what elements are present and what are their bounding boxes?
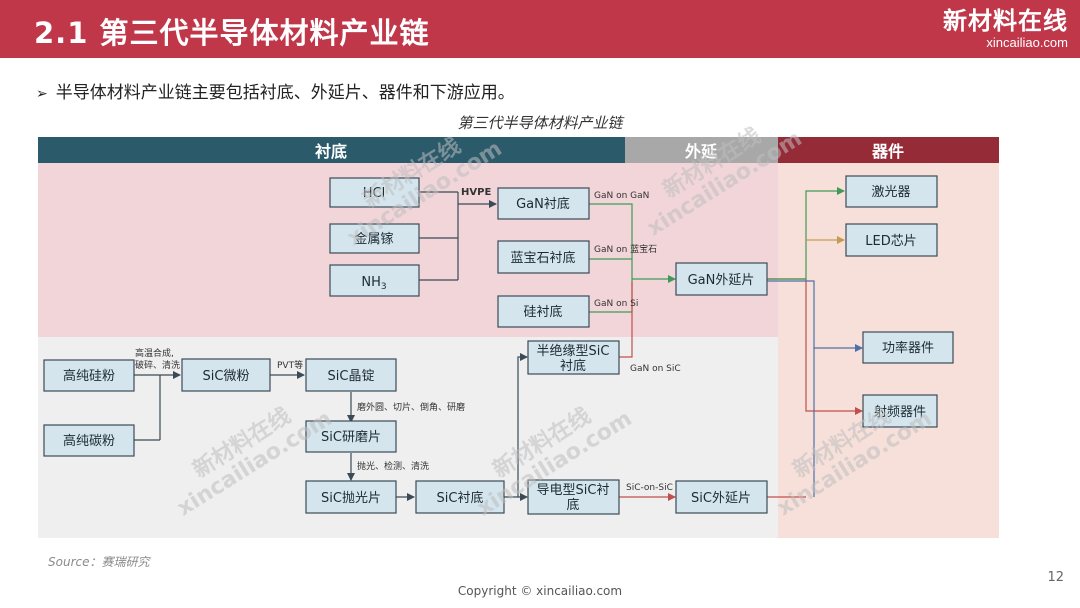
label-process2: 抛光、检测、清洗 bbox=[357, 460, 429, 472]
node-sapphire-label: 蓝宝石衬底 bbox=[510, 250, 575, 266]
page-title: 2.1 第三代半导体材料产业链 bbox=[34, 16, 430, 50]
node-si-powder-label: 高纯硅粉 bbox=[63, 368, 115, 384]
node-gan-sub-label: GaN衬底 bbox=[516, 196, 570, 212]
node-sic-epi-label: SiC外延片 bbox=[691, 491, 751, 506]
label-synth-line1: 高温合成, bbox=[135, 347, 174, 359]
node-sic-sub-label: SiC衬底 bbox=[437, 490, 484, 506]
label-gan-on-si: GaN on Si bbox=[594, 299, 638, 309]
node-sic-ingot-label: SiC晶锭 bbox=[328, 369, 375, 384]
node-power bbox=[862, 331, 954, 364]
sic-region bbox=[38, 337, 778, 538]
label-synth-line2: 破碎、清洗 bbox=[135, 359, 180, 371]
node-laser bbox=[845, 175, 938, 208]
bullet-text: 半导体材料产业链主要包括衬底、外延片、器件和下游应用。 bbox=[55, 83, 515, 103]
label-gan-on-sapphire: GaN on 蓝宝石 bbox=[594, 243, 657, 255]
node-conductive-line2: 底 bbox=[566, 497, 579, 513]
edge-to-laser bbox=[767, 187, 845, 280]
node-nh3-label: NH3 bbox=[361, 275, 386, 292]
edge-gan-on-gan bbox=[589, 203, 633, 279]
device-band-label: 器件 bbox=[871, 142, 904, 161]
summary-bullet: ➢ 半导体材料产业链主要包括衬底、外延片、器件和下游应用。 bbox=[36, 78, 515, 103]
node-si-sub-label: 硅衬底 bbox=[523, 304, 562, 320]
page-number: 12 bbox=[1047, 570, 1064, 585]
node-sic-ground bbox=[305, 420, 397, 453]
node-sic-polished-label: SiC抛光片 bbox=[321, 491, 381, 506]
node-sic-powder-label: SiC微粉 bbox=[203, 369, 250, 384]
node-rf-label: 射频器件 bbox=[874, 404, 926, 420]
source-note: Source：赛瑞研究 bbox=[48, 555, 150, 569]
node-hcl bbox=[329, 177, 420, 208]
node-power-label: 功率器件 bbox=[882, 340, 934, 356]
epitaxy-band-label: 外延 bbox=[684, 142, 718, 161]
node-led-label: LED芯片 bbox=[865, 234, 916, 249]
node-conductive-line1: 导电型SiC衬 bbox=[537, 483, 610, 498]
title-bar: 2.1 第三代半导体材料产业链 新材料在线 xincailiao.com bbox=[0, 0, 1080, 58]
brand-logo: 新材料在线 xincailiao.com bbox=[943, 6, 1068, 50]
label-sic-on-sic: SiC-on-SiC bbox=[626, 483, 673, 493]
node-sapphire bbox=[497, 240, 590, 274]
substrate-band-label: 衬底 bbox=[315, 142, 347, 161]
node-gan-sub bbox=[497, 187, 590, 220]
node-semi-insulating bbox=[527, 340, 620, 375]
node-gallium bbox=[329, 223, 420, 254]
node-semi-insulating-line1: 半绝缘型SiC bbox=[537, 343, 610, 359]
node-sic-ground-label: SiC研磨片 bbox=[321, 430, 381, 445]
node-c-powder bbox=[43, 424, 135, 457]
device-band bbox=[778, 137, 999, 163]
label-pvt: PVT等 bbox=[277, 359, 303, 371]
edge-gan-on-sic bbox=[619, 282, 633, 358]
copyright: Copyright © xincailiao.com bbox=[457, 584, 623, 598]
node-gan-epi-label: GaN外延片 bbox=[688, 273, 755, 288]
label-gan-on-sic: GaN on SiC bbox=[630, 364, 681, 374]
edge-sub-semi bbox=[517, 353, 528, 497]
brand-logo-cn: 新材料在线 bbox=[943, 7, 1068, 35]
label-hvpe: HVPE bbox=[461, 187, 491, 198]
label-gan-on-gan: GaN on GaN bbox=[594, 191, 649, 201]
epitaxy-band bbox=[625, 137, 778, 163]
substrate-band bbox=[38, 137, 625, 163]
node-c-powder-label: 高纯碳粉 bbox=[63, 433, 115, 449]
node-sic-powder bbox=[181, 358, 271, 392]
node-sic-polished bbox=[305, 480, 397, 514]
node-rf bbox=[862, 394, 938, 428]
node-si-sub bbox=[497, 295, 590, 328]
nh3-main: NH bbox=[361, 275, 381, 290]
bullet-arrow-icon: ➢ bbox=[36, 86, 48, 102]
node-gan-epi bbox=[675, 262, 768, 296]
node-sic-epi bbox=[675, 480, 768, 514]
label-process1: 磨外圆、切片、倒角、研磨 bbox=[357, 401, 465, 413]
node-laser-label: 激光器 bbox=[871, 185, 910, 200]
brand-logo-en: xincailiao.com bbox=[986, 35, 1068, 50]
node-led bbox=[845, 223, 938, 257]
node-hcl-label: HCl bbox=[363, 186, 385, 201]
node-gallium-label: 金属镓 bbox=[354, 231, 393, 247]
edge-to-power bbox=[767, 280, 863, 352]
node-sic-sub bbox=[415, 480, 505, 514]
node-nh3 bbox=[329, 264, 420, 297]
diagram-caption: 第三代半导体材料产业链 bbox=[457, 114, 623, 132]
nh3-subscript: 3 bbox=[381, 282, 387, 292]
node-semi-insulating-line2: 衬底 bbox=[560, 358, 586, 374]
node-sic-ingot bbox=[305, 358, 397, 392]
node-si-powder bbox=[43, 359, 135, 392]
node-conductive bbox=[527, 479, 620, 515]
